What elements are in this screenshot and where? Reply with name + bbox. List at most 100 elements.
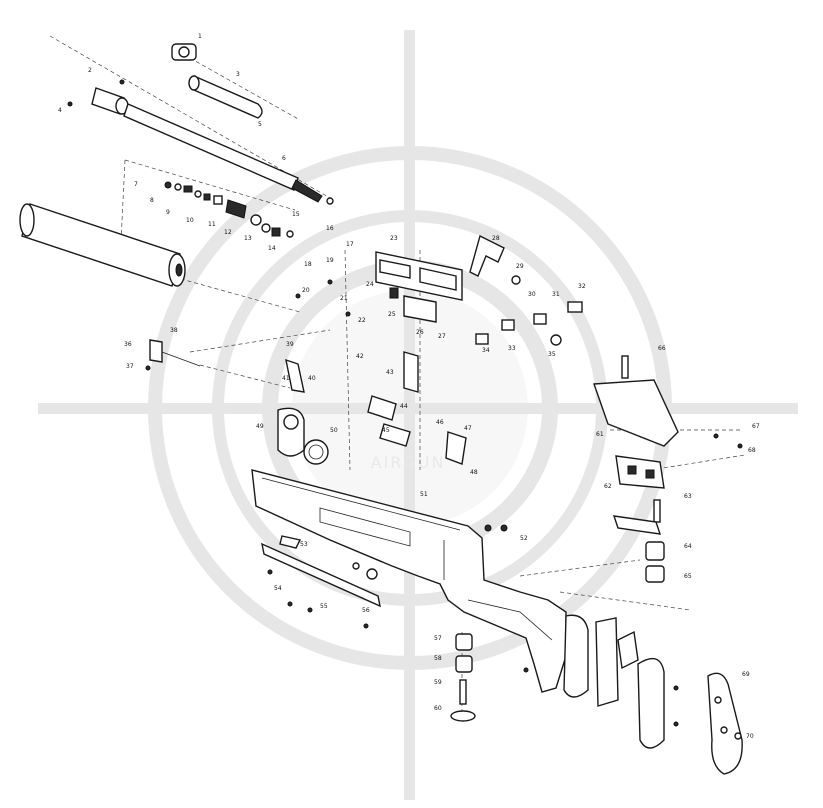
callout-number: 39 [286,341,294,348]
small-screws [67,79,743,727]
callout-number: 30 [528,291,536,298]
valve-group-bracket-top [124,159,296,211]
callout-number: 12 [224,229,232,236]
trigger-guard [145,339,201,371]
air-cylinder [19,203,186,287]
callout-number: 58 [434,655,442,662]
butt-hardware-leader [519,559,641,577]
callout-number: 51 [420,491,428,498]
callout-number: 38 [170,327,178,334]
trigger-guard-leader [189,329,331,353]
callout-number: 13 [244,235,252,242]
callout-number: 6 [282,155,286,162]
callout-number: 29 [516,263,524,270]
callout-number: 46 [436,419,444,426]
callout-number: 19 [326,257,334,264]
callout-number: 21 [340,295,348,302]
watermark-crosshair: AIRGUN [38,30,798,800]
callout-number: 23 [390,235,398,242]
parts [19,43,743,775]
callout-number: 61 [596,431,604,438]
callout-number: 40 [308,375,316,382]
watermark-horizontal-bar [38,403,798,414]
callout-number: 16 [326,225,334,232]
moderator-shroud [188,75,263,119]
callout-number: 27 [438,333,446,340]
cheek-adjuster [612,455,665,535]
callout-number: 42 [356,353,364,360]
callout-number: 5 [258,121,262,128]
callout-number: 47 [464,425,472,432]
callout-number: 34 [482,347,490,354]
callout-number: 36 [124,341,132,348]
callout-number: 26 [416,329,424,336]
callout-number: 41 [282,375,290,382]
buttpad [707,672,743,775]
callout-number: 60 [434,705,442,712]
callout-number: 8 [150,197,154,204]
spacer-bushes [450,541,665,722]
callout-number: 3 [236,71,240,78]
callout-number: 24 [366,281,374,288]
callout-number: 15 [292,211,300,218]
callout-number: 52 [520,535,528,542]
cheek-adjuster-leader [649,454,746,471]
callout-number: 4 [58,107,62,114]
callout-number: 70 [746,733,754,740]
action-center-line [344,249,351,471]
callout-number: 65 [684,573,692,580]
barrel-sleeve [91,87,129,115]
callout-number: 32 [578,283,586,290]
callout-number: 2 [88,67,92,74]
scope-mount-ring [171,43,197,61]
callout-number: 18 [304,261,312,268]
callout-number: 63 [684,493,692,500]
callout-number: 48 [470,469,478,476]
callout-number: 1 [198,33,202,40]
callout-number: 35 [548,351,556,358]
callout-number: 45 [382,427,390,434]
callout-number: 57 [434,635,442,642]
trigger-group [285,351,467,465]
callout-number: 28 [492,235,500,242]
callout-number: 68 [748,447,756,454]
callout-number: 50 [330,427,338,434]
callout-number: 54 [274,585,282,592]
callout-number: 69 [742,671,750,678]
callout-number: 49 [256,423,264,430]
cocking-lever [469,234,521,285]
silencer-axis-line [189,57,301,121]
callout-labels: 1234567891011121314151617181920212223242… [58,33,760,740]
callout-number: 55 [320,603,328,610]
receiver-action [375,251,463,323]
callout-number: 31 [552,291,560,298]
callout-number: 59 [434,679,442,686]
forend-rail [261,535,381,608]
callout-number: 17 [346,241,354,248]
butt-spacers [563,614,665,749]
stock [251,469,567,693]
callout-number: 22 [358,317,366,324]
callout-number: 64 [684,543,692,550]
watermark-text: AIRGUN [371,453,446,472]
callout-number: 43 [386,369,394,376]
callout-number: 62 [604,483,612,490]
callout-number: 37 [126,363,134,370]
cheekpiece [593,355,679,447]
callout-number: 67 [752,423,760,430]
callout-number: 14 [268,245,276,252]
callout-number: 11 [208,221,216,228]
valve-assembly [164,181,294,238]
callout-number: 7 [134,181,138,188]
front-block [277,407,329,465]
buttpad-leader [559,591,691,611]
callout-number: 10 [186,217,194,224]
trigger-pin-leader [199,364,291,389]
callout-number: 56 [362,607,370,614]
magazine-parts [475,301,583,346]
callout-number: 44 [400,403,408,410]
callout-number: 33 [508,345,516,352]
callout-number: 53 [300,541,308,548]
